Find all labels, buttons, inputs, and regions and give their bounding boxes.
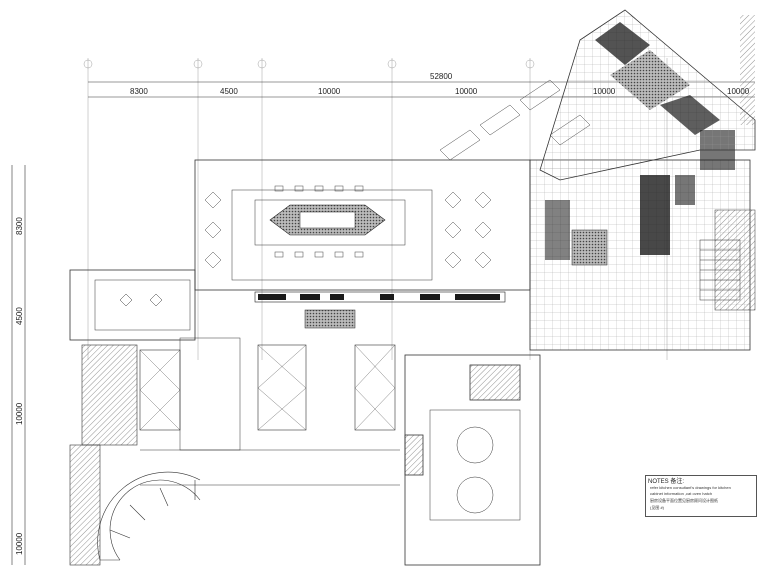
left-dim-2: 4500 — [15, 307, 24, 325]
notes-title: NOTES 备注: — [648, 479, 685, 485]
stair-right — [699, 239, 741, 301]
left-dim-1: 8300 — [15, 217, 24, 235]
elevator-core-middle — [257, 344, 396, 431]
notes-line-3: 厨房设备平面位置见厨房顾问设计图纸 — [650, 498, 718, 503]
notes-line-2: cabinet information ,cat oven hatch — [650, 491, 713, 496]
total-dimension: 52800 — [430, 72, 453, 81]
kitchen-zone — [529, 130, 756, 351]
private-room-left — [69, 269, 196, 341]
spiral-stair — [69, 444, 201, 566]
service-counter — [254, 291, 506, 329]
notes-line-4: (见图 #) — [650, 505, 664, 510]
diagonal-wing — [539, 9, 756, 181]
top-dim-6: 10000 — [727, 87, 750, 96]
left-dimension-line — [11, 165, 26, 565]
dining-chairs — [204, 185, 492, 269]
left-dim-4: 10000 — [15, 532, 24, 555]
diagonal-tables — [439, 79, 591, 161]
notes-box — [645, 475, 757, 517]
notes-line-1: refer kitchen consultant's drawings for … — [650, 485, 731, 490]
annex-room — [404, 354, 541, 566]
banquet-table — [269, 204, 386, 236]
top-dim-1: 8300 — [130, 87, 148, 96]
top-dim-2: 4500 — [220, 87, 238, 96]
stair-core-left — [81, 344, 181, 446]
top-dim-3: 10000 — [318, 87, 341, 96]
top-dim-4: 10000 — [455, 87, 478, 96]
corridor — [140, 337, 400, 486]
left-dim-3: 10000 — [15, 402, 24, 425]
